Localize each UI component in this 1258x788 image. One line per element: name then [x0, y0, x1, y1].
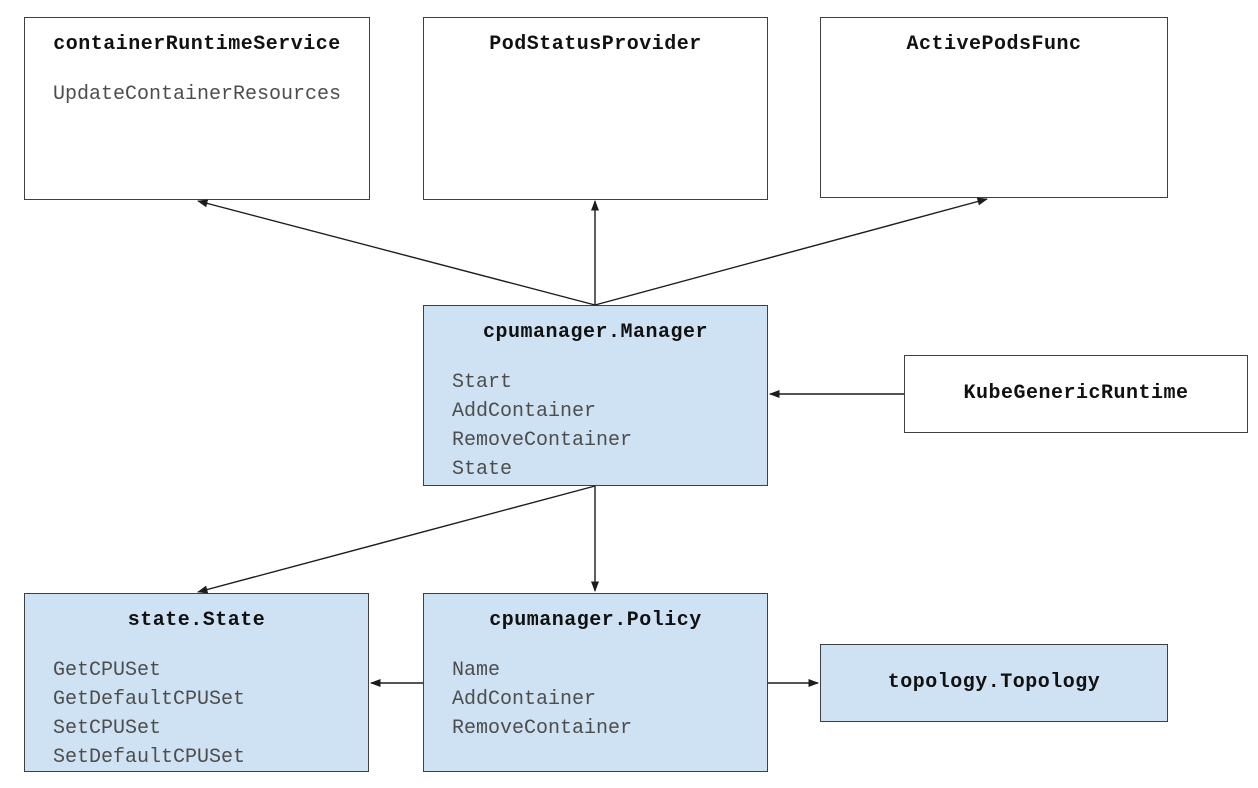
method-label: AddContainer [452, 400, 597, 423]
method-label: RemoveContainer [452, 717, 633, 740]
method-label: AddContainer [452, 688, 597, 711]
node-methods: UpdateContainerResources [53, 80, 343, 109]
method-label: RemoveContainer [452, 429, 633, 452]
node-title: cpumanager.Manager [482, 321, 709, 344]
method-label: GetCPUSet [53, 659, 162, 682]
node-kube-generic-runtime: KubeGenericRuntime [904, 355, 1248, 433]
edge-manager-to-state-state [197, 485, 596, 594]
node-title: PodStatusProvider [489, 33, 702, 56]
node-state-state: state.State GetCPUSet GetDefaultCPUSet S… [24, 593, 369, 772]
node-title: cpumanager.Policy [489, 609, 702, 632]
node-active-pods-func: ActivePodsFunc [820, 17, 1168, 198]
node-title: containerRuntimeService [53, 33, 341, 56]
method-label: Start [452, 371, 513, 394]
node-title: state.State [127, 609, 266, 632]
edge-manager-to-active-pods-func [594, 197, 988, 306]
method-label: SetDefaultCPUSet [53, 746, 246, 769]
method-label: Name [452, 659, 501, 682]
node-topology-topology: topology.Topology [820, 644, 1168, 722]
method-label: GetDefaultCPUSet [53, 688, 246, 711]
node-cpumanager-policy: cpumanager.Policy Name AddContainer Remo… [423, 593, 768, 772]
node-container-runtime-service: containerRuntimeService UpdateContainerR… [24, 17, 370, 200]
method-label: UpdateContainerResources [53, 83, 342, 106]
node-title: topology.Topology [887, 671, 1101, 694]
edge-manager-to-container-runtime-service [197, 199, 596, 306]
node-pod-status-provider: PodStatusProvider [423, 17, 768, 200]
node-cpumanager-manager: cpumanager.Manager Start AddContainer Re… [423, 305, 768, 486]
method-label: State [452, 458, 513, 481]
node-methods: Start AddContainer RemoveContainer State [452, 368, 741, 484]
node-methods: Name AddContainer RemoveContainer [452, 656, 741, 743]
method-label: SetCPUSet [53, 717, 162, 740]
node-title: ActivePodsFunc [906, 33, 1082, 56]
node-methods: GetCPUSet GetDefaultCPUSet SetCPUSet Set… [53, 656, 342, 772]
node-title: KubeGenericRuntime [963, 382, 1189, 405]
